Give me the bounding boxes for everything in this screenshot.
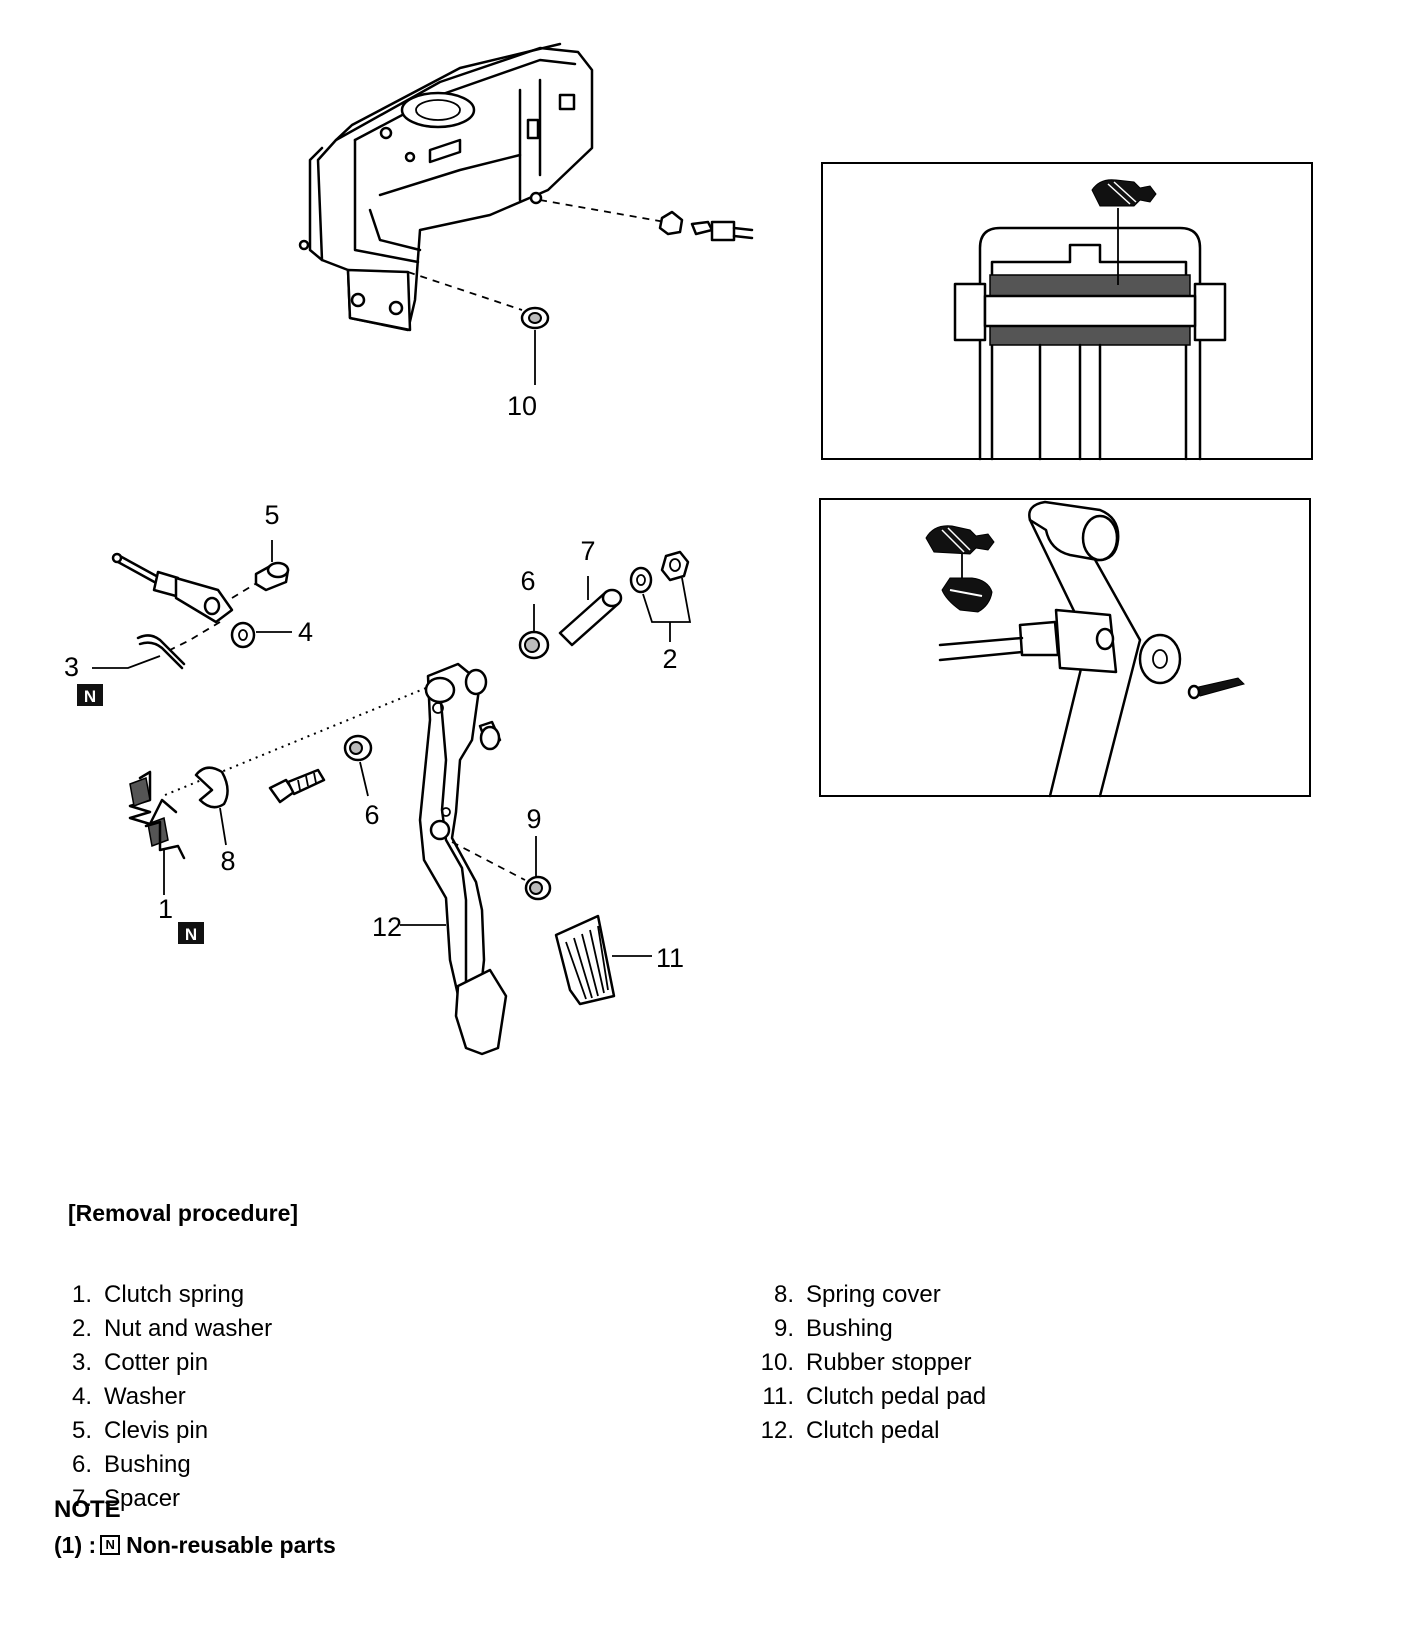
clutch-pedal-pad (554, 914, 652, 1006)
bushing-lower-right (524, 836, 552, 901)
parts-list-right: 8.Spring cover 9.Bushing 10.Rubber stopp… (748, 1278, 987, 1448)
callout-7: 7 (580, 536, 595, 566)
spring-cover (194, 766, 229, 846)
non-reusable-mark-icon: N (100, 1535, 121, 1556)
clutch-pedal (400, 662, 508, 1056)
note-title: NOTE (54, 1496, 121, 1523)
list-item: 11.Clutch pedal pad (762, 1383, 987, 1410)
callout-4: 4 (298, 617, 313, 647)
bushing-lower (343, 734, 373, 797)
callout-5: 5 (264, 500, 279, 530)
callout-6-lower: 6 (364, 800, 379, 830)
clevis-assembly (111, 552, 256, 651)
clutch-spring (128, 770, 186, 895)
inset-clevis-detail (819, 498, 1311, 798)
list-item: 12.Clutch pedal (760, 1417, 940, 1444)
parts-list-left: 1.Clutch spring 2.Nut and washer 3.Cotte… (46, 1278, 272, 1516)
callout-1: 1 (158, 894, 173, 924)
list-item: 10.Rubber stopper (760, 1349, 972, 1376)
rubber-stopper (520, 306, 550, 385)
pedal-bracket (298, 42, 594, 332)
non-reusable-mark-1: N (178, 922, 204, 944)
callout-10: 10 (507, 391, 537, 421)
note-text: Non-reusable parts (126, 1532, 336, 1558)
list-item: 5.Clevis pin (71, 1417, 209, 1444)
callout-11: 11 (656, 943, 684, 973)
inset-pivot-detail (821, 162, 1313, 461)
non-reusable-mark-3: N (77, 684, 103, 706)
spacer (558, 576, 623, 647)
callout-2: 2 (662, 644, 677, 674)
list-item: 8.Spring cover (773, 1281, 941, 1308)
list-item: 9.Bushing (773, 1315, 893, 1342)
exploded-parts-diagram: 10 (64, 42, 1313, 1056)
list-item: 3.Cotter pin (71, 1349, 209, 1376)
callout-8: 8 (220, 846, 235, 876)
washer (230, 621, 292, 649)
grease-gun-icon (1091, 179, 1157, 207)
note-prefix: (1) : (54, 1532, 97, 1558)
clevis-pin (254, 540, 290, 592)
grease-gun-icon (925, 525, 995, 555)
callout-12: 12 (372, 912, 402, 942)
list-item: 4.Washer (71, 1383, 186, 1410)
cotter-pin (92, 634, 186, 670)
list-item: 7.Spacer (71, 1485, 181, 1512)
list-item: 6.Bushing (71, 1451, 191, 1478)
bushing-upper (518, 604, 550, 660)
list-item: 2.Nut and washer (71, 1315, 273, 1342)
callout-9: 9 (526, 804, 541, 834)
list-item: 1.Clutch spring (71, 1281, 245, 1308)
callout-3: 3 (64, 652, 79, 682)
procedure-title: [Removal procedure] (68, 1200, 299, 1226)
clutch-switch (658, 210, 754, 242)
svg-text:N: N (84, 687, 96, 706)
bolt (268, 768, 326, 804)
nut-and-washer (629, 550, 692, 642)
svg-text:N: N (185, 925, 197, 944)
callout-6-upper: 6 (520, 566, 535, 596)
removal-procedure-legend: [Removal procedure] 1.Clutch spring 2.Nu… (0, 1160, 1408, 1642)
